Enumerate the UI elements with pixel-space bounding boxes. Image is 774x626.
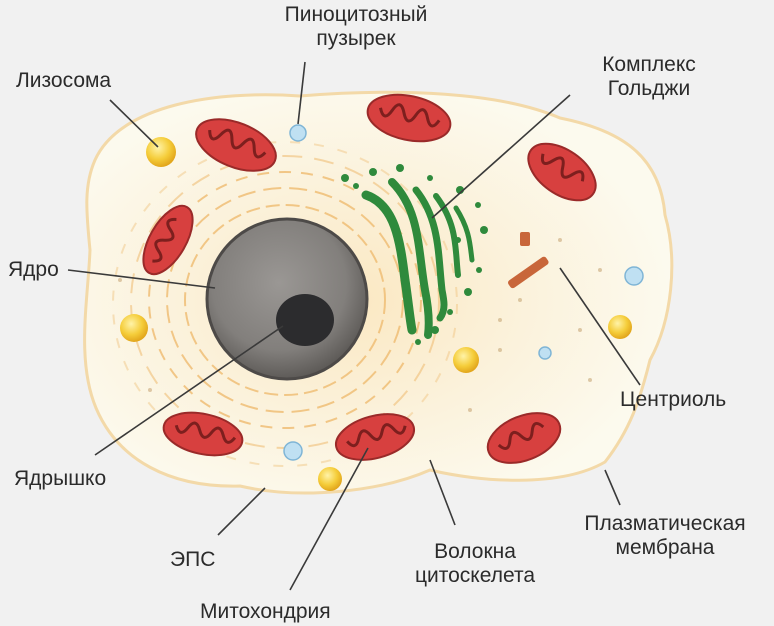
- pinocytic-vesicles: [283, 124, 644, 461]
- mitochondria: [142, 93, 597, 464]
- label-nucleus: Ядро: [8, 258, 59, 281]
- label-golgi-line2: Гольджи: [607, 77, 691, 100]
- leader-lines: [67, 61, 641, 591]
- label-golgi-line1: Комплекс: [602, 53, 696, 76]
- plasma-membrane-shape: [83, 90, 674, 495]
- label-pinocytic-vesicle-line2: пузырек: [316, 27, 396, 50]
- label-golgi: Комплекс Гольджи: [574, 53, 724, 101]
- centriole-shape: [508, 232, 549, 289]
- label-pinocytic-vesicle: Пиноцитозный пузырек: [246, 3, 466, 51]
- golgi-vesicles: [341, 164, 488, 345]
- cytoplasm-speckles: [118, 238, 602, 412]
- lysosomes: [120, 137, 632, 491]
- nucleus-shape: [205, 217, 369, 381]
- label-lysosome: Лизосома: [16, 69, 112, 92]
- label-cytoskeleton-line2: цитоскелета: [414, 564, 536, 587]
- label-plasma-membrane: Плазматическая мембрана: [560, 512, 770, 560]
- label-er: ЭПС: [170, 548, 216, 571]
- label-plasma-membrane-line1: Плазматическая: [584, 512, 746, 535]
- label-cytoskeleton-line1: Волокна: [434, 540, 516, 563]
- nucleolus-shape: [276, 294, 334, 346]
- label-cytoskeleton: Волокна цитоскелета: [395, 540, 555, 588]
- label-plasma-membrane-line2: мембрана: [615, 536, 715, 559]
- label-centriole: Центриоль: [620, 388, 727, 411]
- label-mitochondrion: Митохондрия: [200, 600, 331, 623]
- label-pinocytic-vesicle-line1: Пиноцитозный: [284, 3, 428, 26]
- label-nucleolus: Ядрышко: [14, 467, 107, 490]
- golgi-complex: [361, 178, 475, 339]
